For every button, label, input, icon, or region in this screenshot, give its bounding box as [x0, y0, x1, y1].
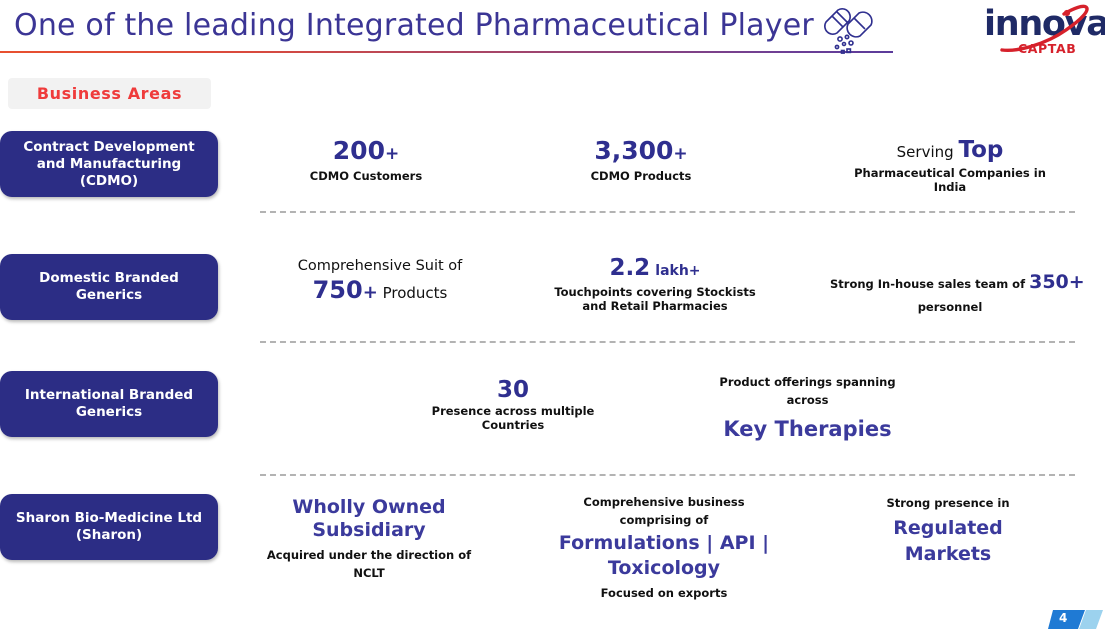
capsule-pill-icon: [818, 6, 880, 56]
stat-value: 3,300+: [594, 136, 688, 165]
stat-value: Formulations | API | Toxicology: [558, 532, 770, 579]
stat-touchpoints: 2.2 lakh+ Touchpoints covering Stockists…: [545, 254, 765, 313]
stat-value: Serving Top: [896, 137, 1004, 163]
sidebar-item-domestic-branded-generics[interactable]: Domestic Branded Generics: [0, 254, 218, 320]
stat-caption: personnel: [917, 300, 983, 314]
category-label: International Branded Generics: [24, 387, 194, 420]
stat-cdmo-products: 3,300+ CDMO Products: [558, 136, 724, 183]
stat-key-therapies: Product offerings spanning across Key Th…: [700, 373, 915, 444]
stat-prefix: Comprehensive business comprising of: [583, 495, 745, 527]
stat-caption: Pharmaceutical Companies in India: [854, 166, 1046, 194]
sidebar-item-sharon-bio-medicine[interactable]: Sharon Bio-Medicine Ltd (Sharon): [0, 494, 218, 560]
stat-cdmo-customers: 200+ CDMO Customers: [283, 136, 449, 183]
stat-serving-top-pharma: Serving Top Pharmaceutical Companies in …: [840, 136, 1060, 194]
page-number-badge: 4: [1045, 608, 1105, 631]
stat-regulated-markets: Strong presence in Regulated Markets: [848, 494, 1048, 567]
stat-value: 30: [496, 377, 529, 403]
slide-header: One of the leading Integrated Pharmaceut…: [0, 0, 1105, 62]
stat-wholly-owned-subsidiary: Wholly Owned Subsidiary Acquired under t…: [265, 496, 473, 582]
title-underline-rule: [0, 51, 893, 53]
category-label: Domestic Branded Generics: [39, 270, 179, 303]
logo-subtext: CAPTAB: [1018, 41, 1077, 56]
brand-logo: innova CAPTAB: [984, 4, 1105, 56]
page-number: 4: [1059, 611, 1068, 625]
stat-value: Wholly Owned Subsidiary: [292, 496, 446, 541]
row-separator: [260, 211, 1075, 213]
stat-value: 2.2 lakh+: [609, 255, 701, 281]
page-title: One of the leading Integrated Pharmaceut…: [14, 8, 814, 43]
category-label: Sharon Bio-Medicine Ltd (Sharon): [15, 510, 203, 543]
stat-sales-team: Strong In-house sales team of 350+ perso…: [830, 270, 1085, 318]
stat-value: Regulated Markets: [893, 517, 1003, 565]
category-label: Contract Development and Manufacturing (…: [23, 138, 195, 189]
stat-caption: Touchpoints covering Stockists and Retai…: [554, 285, 756, 313]
stat-value: Strong In-house sales team of 350+: [830, 271, 1085, 293]
sidebar-item-cdmo[interactable]: Contract Development and Manufacturing (…: [0, 131, 218, 197]
stat-caption: Acquired under the direction of NCLT: [266, 548, 472, 580]
stat-value: 750+ Products: [312, 276, 448, 304]
stat-caption: Presence across multiple Countries: [431, 404, 595, 432]
business-areas-badge: Business Areas: [8, 78, 211, 109]
stat-value: Key Therapies: [723, 417, 892, 441]
stat-caption: CDMO Customers: [309, 169, 423, 183]
stat-prefix: Strong presence in: [886, 496, 1010, 510]
stat-prefix: Comprehensive Suit of: [297, 258, 463, 274]
stat-countries-presence: 30 Presence across multiple Countries: [410, 376, 616, 432]
stat-product-suite: Comprehensive Suit of 750+ Products: [280, 256, 480, 308]
stat-caption: Focused on exports: [600, 586, 728, 600]
business-areas-label: Business Areas: [36, 84, 183, 103]
row-separator: [260, 341, 1075, 343]
stat-business-lines: Comprehensive business comprising of For…: [548, 493, 780, 602]
sidebar-item-international-branded-generics[interactable]: International Branded Generics: [0, 371, 218, 437]
stat-prefix: Product offerings spanning across: [719, 375, 896, 407]
stat-caption: CDMO Products: [590, 169, 692, 183]
stat-value: 200+: [332, 136, 400, 165]
orbit-swoosh-icon: [1000, 4, 1089, 52]
row-separator: [260, 474, 1075, 476]
page-badge-shape: [1048, 610, 1103, 629]
